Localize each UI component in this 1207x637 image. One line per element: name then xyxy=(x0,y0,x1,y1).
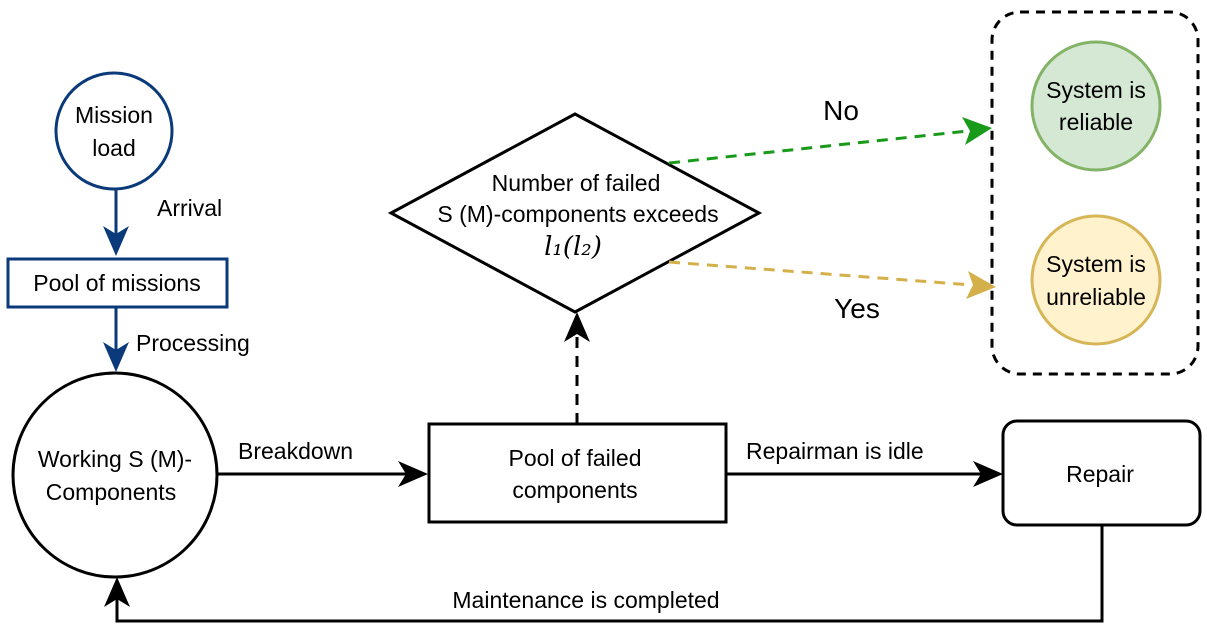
breakdown-arrow xyxy=(217,461,428,487)
check-arrow xyxy=(564,312,590,424)
arrival-arrow xyxy=(103,189,129,256)
repairman-idle-arrow xyxy=(726,461,1003,487)
processing-label: Processing xyxy=(136,330,250,356)
maintenance-arrow xyxy=(104,525,1104,623)
working-line1: Working S (M)- xyxy=(38,446,192,472)
arrival-label: Arrival xyxy=(157,195,222,221)
unreliable-line2: unreliable xyxy=(1046,284,1146,310)
decision-line2: S (M)-components exceeds xyxy=(437,201,718,227)
pool-failed-line1: Pool of failed xyxy=(509,445,642,471)
repair-node: Repair xyxy=(1001,419,1202,527)
reliable-node: System is reliable xyxy=(1030,40,1162,172)
pool-of-missions-node: Pool of missions xyxy=(6,257,229,309)
mission-load-line1: Mission xyxy=(75,102,153,128)
mission-load-line2: load xyxy=(92,135,135,161)
no-arrow xyxy=(668,117,992,165)
yes-arrow xyxy=(668,260,996,299)
decision-node: Number of failed S (M)-components exceed… xyxy=(387,112,763,314)
pool-of-missions-label: Pool of missions xyxy=(33,270,200,296)
reliable-line2: reliable xyxy=(1059,109,1133,135)
pool-of-failed-node: Pool of failed components xyxy=(427,422,728,524)
unreliable-line1: System is xyxy=(1046,251,1146,277)
breakdown-label: Breakdown xyxy=(238,438,353,464)
yes-label: Yes xyxy=(834,293,880,324)
processing-arrow xyxy=(103,307,129,372)
pool-failed-line2: components xyxy=(512,477,637,503)
repair-label: Repair xyxy=(1066,461,1134,487)
decision-formula: l₁(l₂) xyxy=(544,232,602,262)
decision-line1: Number of failed xyxy=(492,170,661,196)
reliable-line1: System is xyxy=(1046,77,1146,103)
repairman-idle-label: Repairman is idle xyxy=(746,438,924,464)
unreliable-node: System is unreliable xyxy=(1030,214,1162,346)
no-label: No xyxy=(823,95,859,126)
maintenance-label: Maintenance is completed xyxy=(452,587,719,613)
working-components-node: Working S (M)- Components xyxy=(11,371,219,579)
working-line2: Components xyxy=(46,479,176,505)
mission-load-node: Mission load xyxy=(54,71,174,191)
